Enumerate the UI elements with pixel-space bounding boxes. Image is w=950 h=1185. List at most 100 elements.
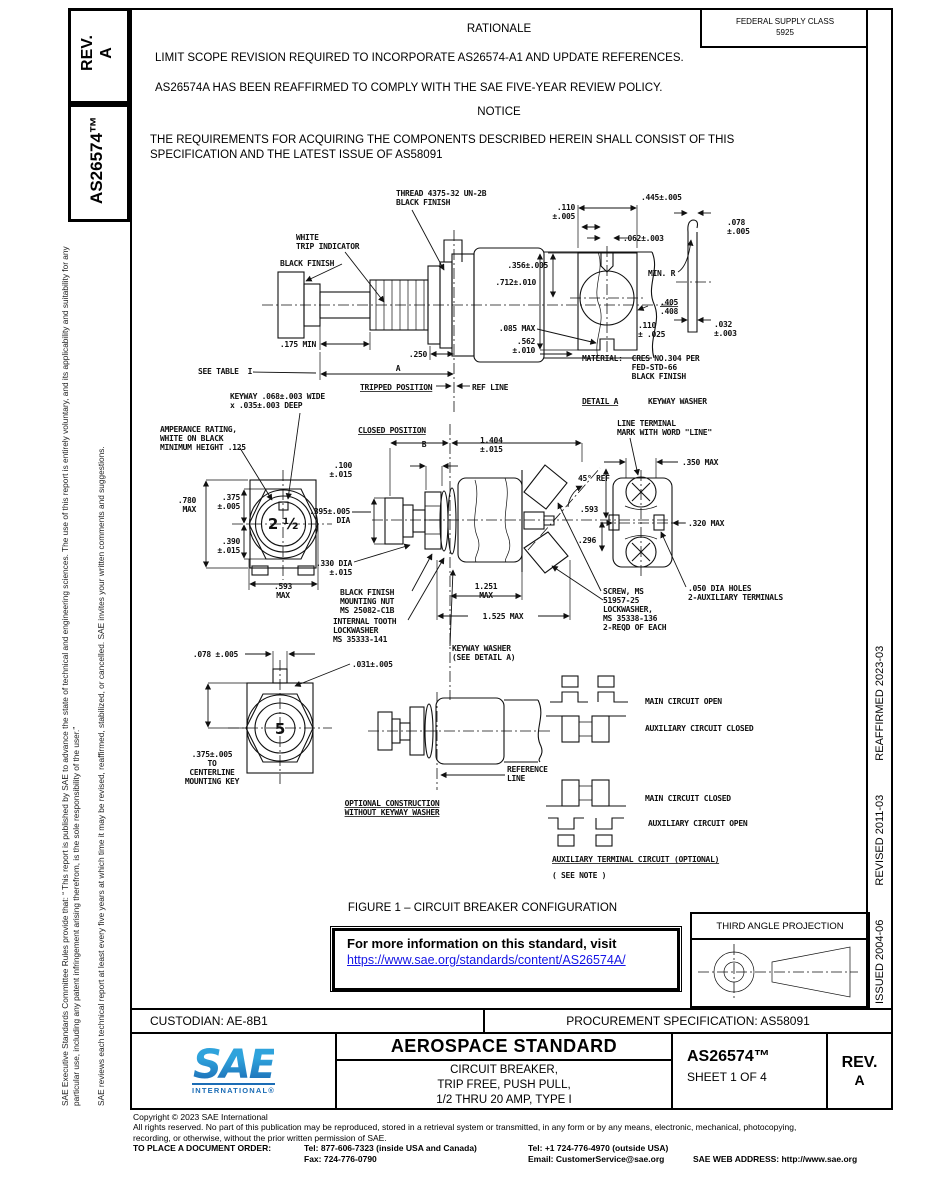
figure-label: .330 DIA±.015 (316, 559, 353, 577)
left-sidebar-review-note: SAE reviews each technical report at lea… (96, 446, 106, 1106)
figure-label: A (396, 364, 401, 373)
tel-inside: Tel: 877-606-7323 (inside USA and Canada… (304, 1143, 477, 1154)
figure-label: .445±.005 (641, 193, 682, 202)
rev-cell: REV. A (828, 1034, 891, 1108)
federal-supply-class-box: FEDERAL SUPPLY CLASS 5925 (700, 8, 868, 48)
rev-box-line2: A (98, 47, 115, 59)
figure-label: MATERIAL: CRES NO.304 PER FED-STD-66 BLA… (582, 354, 700, 381)
web-address: SAE WEB ADDRESS: http://www.sae.org (693, 1153, 858, 1164)
copyright-line3: recording, or otherwise, without the pri… (133, 1132, 387, 1143)
title-block: SAE INTERNATIONAL® AEROSPACE STANDARD CI… (130, 1032, 891, 1108)
figure-label: MAIN CIRCUIT CLOSED (645, 794, 731, 803)
figure-label: MAIN CIRCUIT OPEN (645, 697, 722, 706)
fsc-value: 5925 (776, 28, 794, 37)
copyright-line1: Copyright © 2023 SAE International (133, 1112, 268, 1122)
figure-label: .078±.005 (727, 218, 750, 236)
left-sidebar-disclaimer: SAE Executive Standards Committee Rules … (60, 246, 81, 1106)
figure-label: .062±.003 (623, 234, 664, 243)
figure-label: SEE TABLE I (198, 367, 253, 376)
rationale-paragraph-1: LIMIT SCOPE REVISION REQUIRED TO INCORPO… (155, 52, 684, 64)
figure-label: .390±.015 (217, 537, 240, 555)
notice-paragraph: THE REQUIREMENTS FOR ACQUIRING THE COMPO… (150, 134, 735, 161)
copyright-line2: All rights reserved. No part of this pub… (133, 1122, 797, 1133)
bottom-front-view (204, 650, 351, 784)
figure-label: BLACK FINISH (280, 259, 335, 268)
sae-logo: SAE INTERNATIONAL® (132, 1034, 337, 1108)
figure-label: .078 ±.005 (193, 650, 239, 659)
sae-logo-subtext: INTERNATIONAL® (191, 1083, 275, 1095)
figure-label: .375±.005 (217, 493, 240, 511)
notice-heading: NOTICE (477, 106, 521, 118)
standard-title-line1: CIRCUIT BREAKER, (450, 1064, 558, 1076)
rev-box-text: REV. A (72, 12, 122, 94)
front-view-amperage (202, 412, 332, 590)
figure-label: KEYWAY WASHER(SEE DETAIL A) (452, 644, 515, 662)
rationale-heading: RATIONALE (466, 23, 532, 35)
figure-label: .296 (578, 536, 597, 545)
figure-label: .110± .025 (638, 321, 666, 339)
doc-number-box (68, 104, 130, 222)
standard-link[interactable]: https://www.sae.org/standards/content/AS… (347, 953, 626, 967)
copyright-block: Copyright © 2023 SAE International All r… (133, 1112, 893, 1164)
figure-label: .356±.005 (507, 261, 548, 270)
doc-number: AS26574™ (687, 1048, 770, 1065)
rev-label: REV. (841, 1054, 878, 1071)
email: Email: CustomerService@sae.org (528, 1153, 665, 1164)
figure-label: TRIPPED POSITION (360, 383, 433, 392)
third-angle-projection-box: THIRD ANGLE PROJECTION (690, 912, 870, 1008)
info-box: For more information on this standard, v… (330, 926, 682, 992)
order-label: TO PLACE A DOCUMENT ORDER: (133, 1143, 272, 1154)
rev-box (68, 8, 130, 104)
standard-title-line3: 1/2 THRU 20 AMP, TYPE I (436, 1094, 572, 1106)
figure-label: .405.408 (660, 298, 679, 316)
figure-label: AUXILIARY CIRCUIT CLOSED (645, 724, 754, 733)
reaffirmed-date: REAFFIRMED 2023-03 (873, 645, 886, 761)
figure-label: DETAIL A (582, 397, 619, 406)
bottom-side-view (368, 692, 552, 790)
figure-label: MIN. R (648, 269, 676, 278)
rev-box-line1: REV. (79, 35, 96, 71)
issued-date: ISSUED 2004-06 (873, 919, 886, 1004)
standard-title-line2: TRIP FREE, PUSH PULL, (437, 1079, 571, 1091)
custodian-cell: CUSTODIAN: AE-8B1 (132, 1010, 485, 1032)
rationale-paragraph-2: AS26574A HAS BEEN REAFFIRMED TO COMPLY W… (155, 82, 663, 94)
figure-label: .100±.015 (329, 461, 352, 479)
doc-number-box-text: AS26574™ (87, 116, 106, 204)
middle-side-view (352, 424, 668, 700)
fax: Fax: 724-776-0790 (304, 1153, 377, 1164)
circuit-state-diagrams (546, 675, 628, 847)
figure-label: .250 (409, 350, 428, 359)
figure-label: AUXILIARY TERMINAL CIRCUIT (OPTIONAL) (552, 855, 719, 864)
procurement-cell: PROCUREMENT SPECIFICATION: AS58091 (566, 1014, 810, 1028)
figure-label: .712±.010 (495, 278, 536, 287)
figure-label: .032±.003 (714, 320, 737, 338)
figure-label: B (422, 440, 427, 449)
third-angle-projection-title: THIRD ANGLE PROJECTION (692, 914, 868, 940)
doc-number-cell: AS26574™ SHEET 1 OF 4 (673, 1034, 828, 1108)
figure-label: AUXILIARY CIRCUIT OPEN (648, 819, 748, 828)
fsc-label: FEDERAL SUPPLY CLASS (735, 17, 835, 26)
figure-caption: FIGURE 1 – CIRCUIT BREAKER CONFIGURATION (347, 902, 618, 914)
sae-logo-text: SAE (192, 1042, 276, 1088)
figure-label: .350 MAX (682, 458, 719, 467)
detail-a-view (536, 204, 712, 358)
figure-label: 1.404±.015 (480, 436, 503, 454)
figure-label: 1.525 MAX (483, 612, 524, 621)
standard-type: AEROSPACE STANDARD (337, 1034, 671, 1061)
figure-label: .031±.005 (352, 660, 393, 669)
revised-date: REVISED 2011-03 (873, 794, 886, 886)
figure-label: 2 ½ (268, 515, 298, 533)
figure-label: .110±.005 (552, 203, 575, 221)
figure-label: .085 MAX (499, 324, 536, 333)
